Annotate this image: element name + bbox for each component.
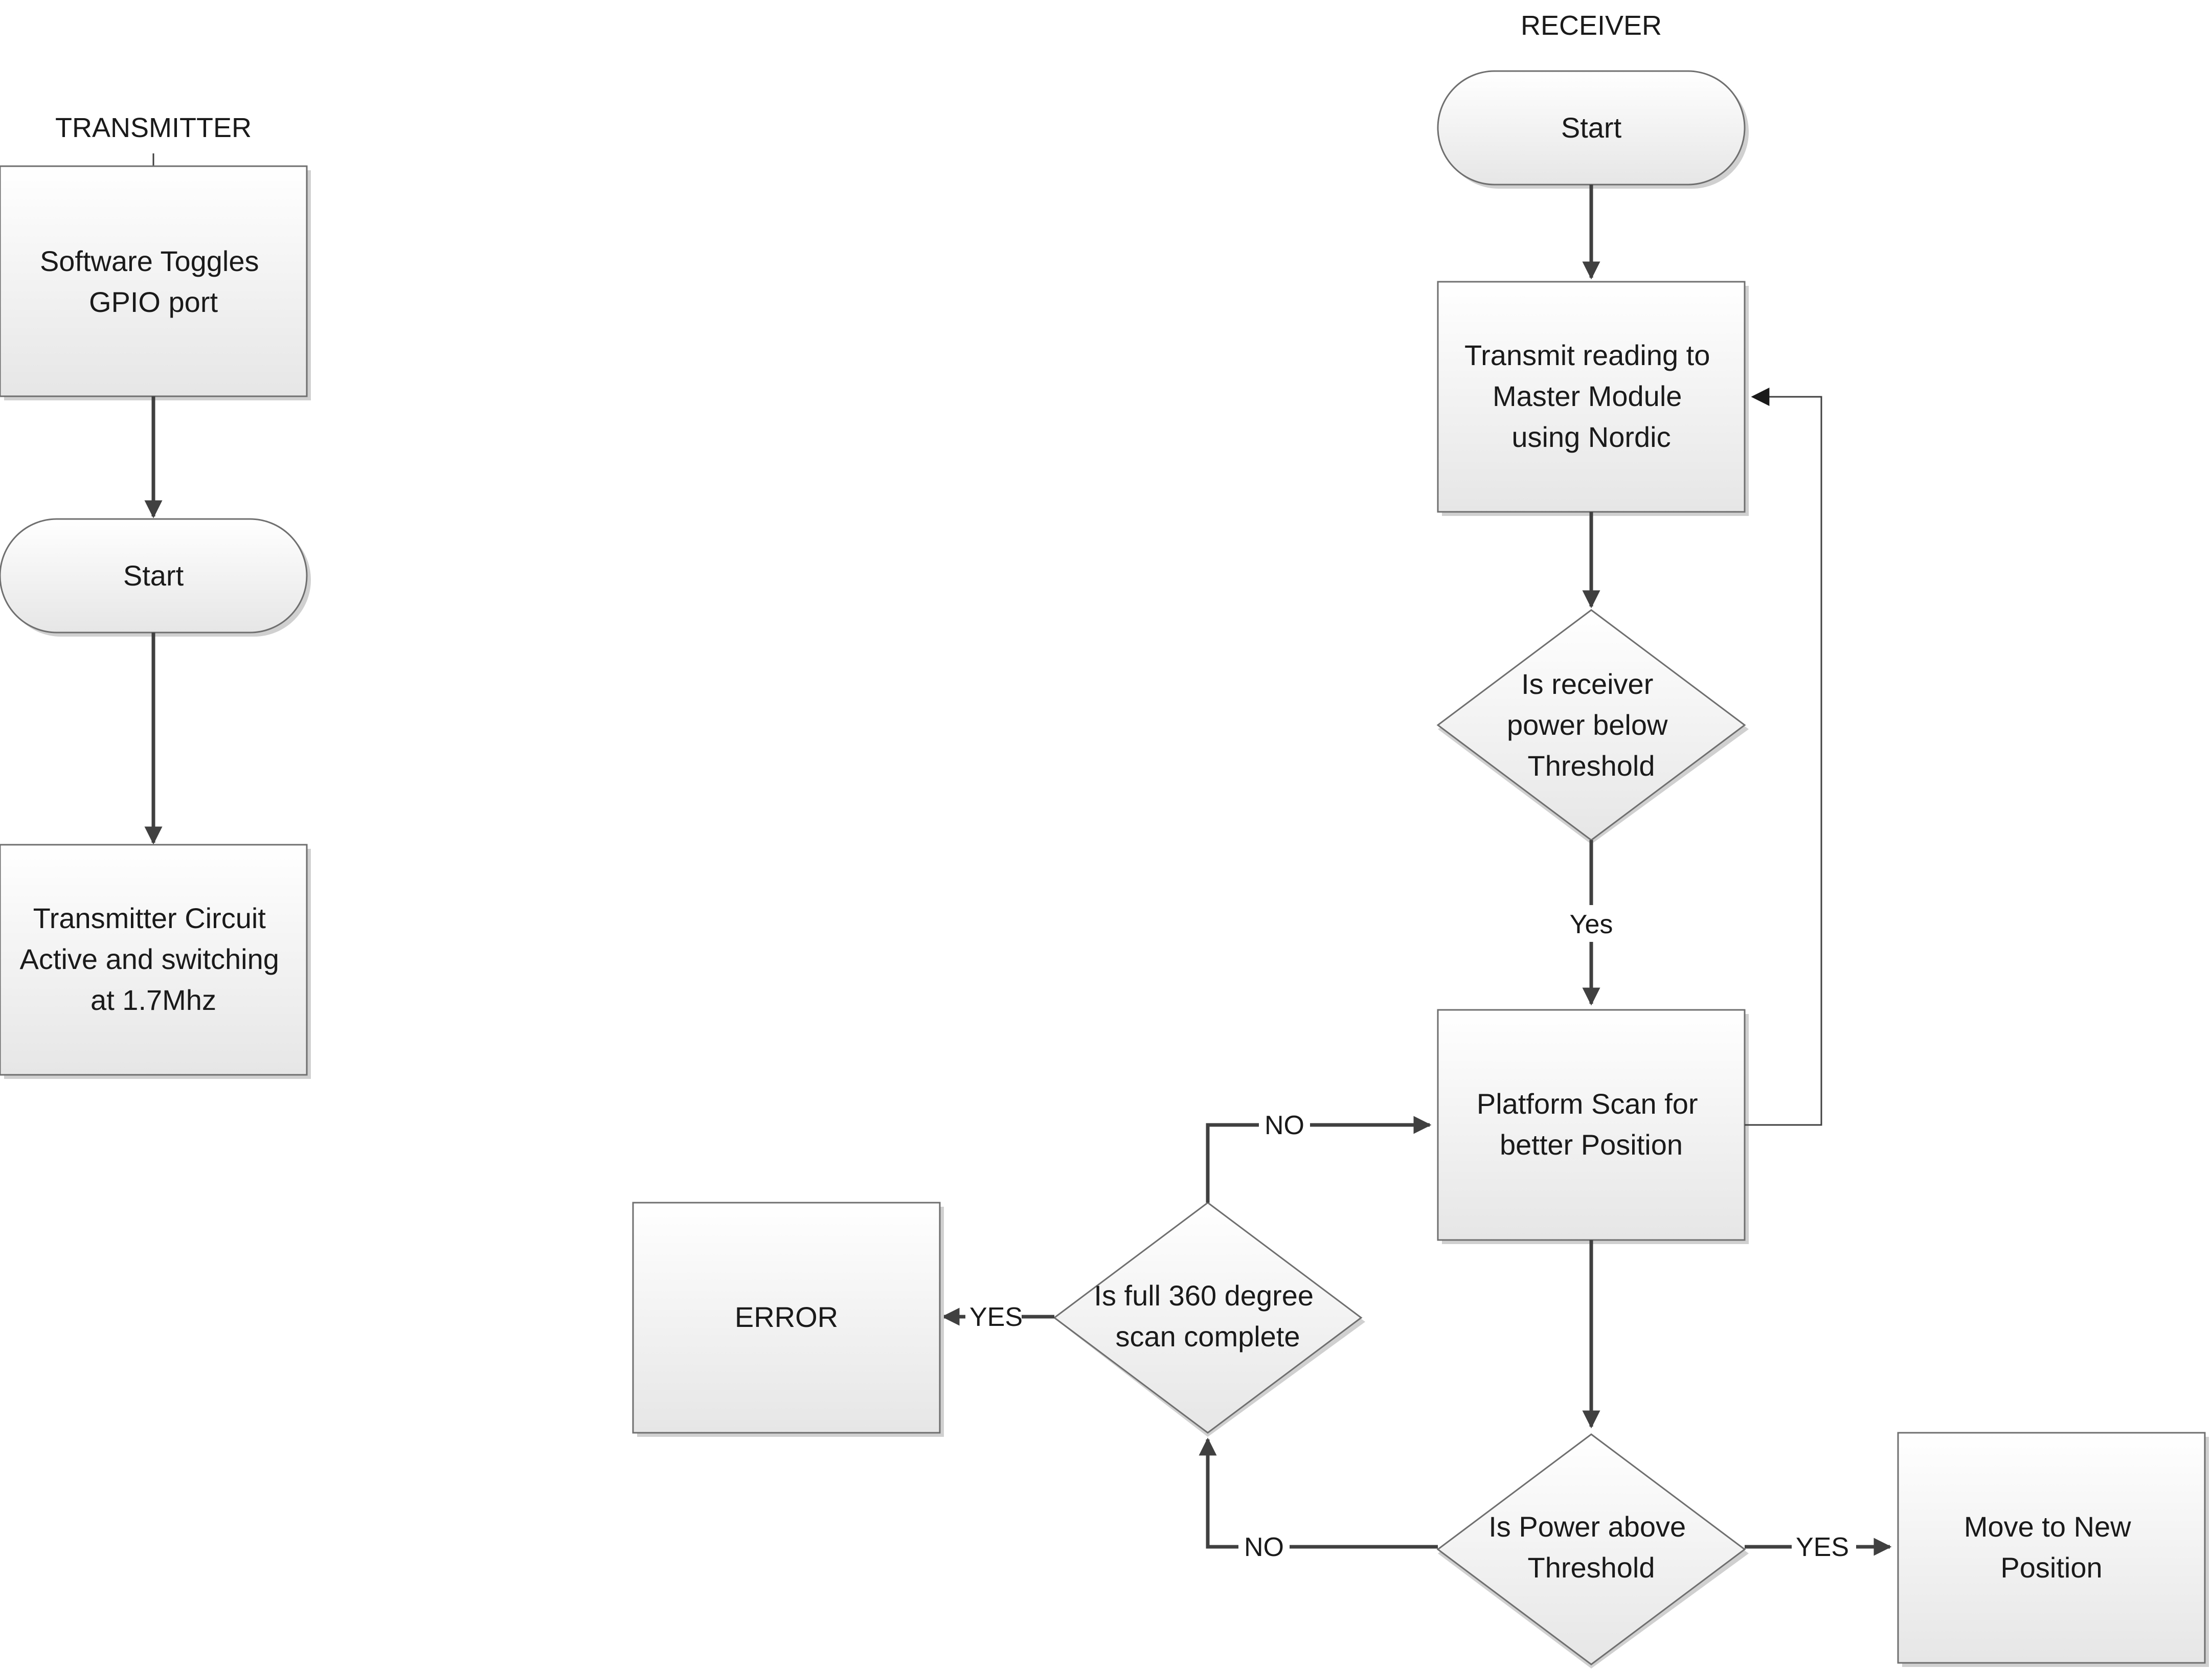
tx-start-terminator: Start [0,518,311,637]
rx-move-line-1: Move to New [1964,1510,2131,1543]
transmitter-title: TRANSMITTER [55,112,252,143]
rx-full-scan-line-1: Is full 360 degree [1094,1279,1314,1312]
yes-label-background [1567,905,1616,942]
svg-text:Is Power above Threshold: Is Power above Threshold [1488,1510,1694,1584]
no-to-scan-label-background [1259,1108,1310,1142]
rx-move-box: Move to New Position [1897,1432,2209,1667]
rx-power-above-line-1: Is Power above [1488,1510,1686,1543]
rx-power-below-line-1: Is receiver [1521,668,1653,700]
no-from-above-label-background [1238,1530,1290,1564]
edge-label-yes-error: YES [969,1302,1023,1332]
rx-transmit-line-1: Transmit reading to [1464,339,1710,371]
rx-power-below-decision: Is receiver power below Threshold [1436,609,1749,844]
rx-error-box: ERROR [632,1202,944,1437]
svg-text:Transmit reading to Mast: Transmit reading to Master Module using … [1464,339,1718,453]
tx-circuit-line-3: at 1.7Mhz [91,984,216,1016]
yes-error-label-background [965,1300,1022,1334]
rx-move-line-2: Position [2000,1551,2102,1584]
svg-text:Software Toggles GPIO po: Software Toggles GPIO port [40,245,267,318]
rx-full-scan-decision: Is full 360 degree scan complete [1053,1202,1365,1437]
rx-full-scan-line-2: scan complete [1115,1320,1300,1352]
rx-start-terminator: Start [1437,70,1749,189]
tx-software-line-1: Software Toggles [40,245,259,277]
edge-label-no-from-above: NO [1244,1532,1284,1562]
tx-circuit-line-1: Transmitter Circuit [33,902,266,934]
rx-platform-scan-line-2: better Position [1500,1129,1683,1161]
tx-software-line-2: GPIO port [89,286,218,318]
arrow-rx-full-scan-to-platform-scan [1206,1116,1432,1203]
tx-circuit-line-2: Active and switching [20,943,279,975]
rx-power-above-line-2: Threshold [1527,1551,1655,1584]
rx-power-above-decision: Is Power above Threshold [1436,1433,1749,1668]
svg-text:Is full 360 degree scan: Is full 360 degree scan complete [1094,1279,1321,1352]
rx-transmit-box: Transmit reading to Master Module using … [1437,281,1749,516]
edge-label-yes-below: Yes [1570,910,1613,939]
rx-platform-scan-line-1: Platform Scan for [1477,1088,1698,1120]
rx-platform-scan-box: Platform Scan for better Position [1437,1009,1749,1244]
receiver-title: RECEIVER [1521,10,1662,41]
rx-start-label: Start [1561,111,1622,144]
edge-label-no-to-scan: NO [1265,1111,1304,1140]
rx-power-below-line-3: Threshold [1527,750,1655,782]
svg-text:Transmitter Circuit Acti: Transmitter Circuit Active and switching… [20,902,287,1016]
svg-text:Move to New Position: Move to New Position [1964,1510,2139,1584]
rx-transmit-line-3: using Nordic [1511,421,1671,453]
tx-software-toggles-box: Software Toggles GPIO port [0,165,311,400]
rx-error-label: ERROR [735,1301,838,1333]
tx-circuit-box: Transmitter Circuit Active and switching… [0,844,311,1079]
edge-label-yes-move: YES [1796,1532,1849,1562]
arrow-rx-scan-loop-to-transmit [1745,388,1822,1126]
tx-start-label: Start [123,559,184,592]
yes-move-label-background [1792,1530,1856,1564]
svg-text:Is receiver power below: Is receiver power below Threshold [1507,668,1676,782]
rx-power-below-line-2: power below [1507,709,1668,741]
rx-transmit-line-2: Master Module [1493,380,1682,412]
svg-text:Platform Scan for better: Platform Scan for better Position [1477,1088,1706,1161]
arrow-rx-power-above-to-full-scan [1199,1437,1438,1549]
